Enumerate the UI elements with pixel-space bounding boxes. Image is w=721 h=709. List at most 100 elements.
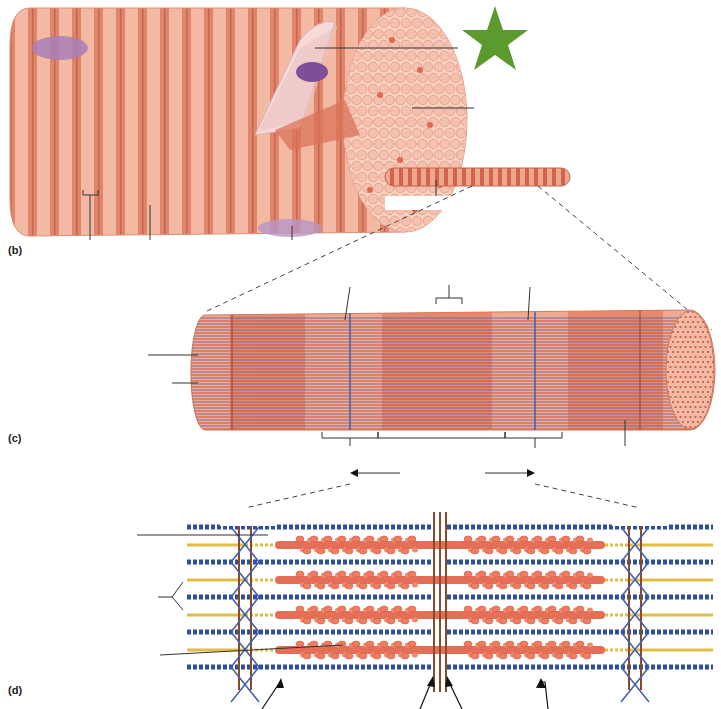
myofibril-detail — [689, 336, 691, 338]
myofibril-detail — [682, 361, 684, 363]
myofibril-detail — [666, 311, 714, 429]
leader-lines — [350, 438, 351, 446]
myofibril-detail — [707, 421, 709, 423]
myofibril-ends — [368, 216, 378, 226]
myofibril-detail — [704, 336, 706, 338]
sarcomere — [303, 618, 311, 624]
sarcomere — [401, 653, 409, 659]
myofibril-detail — [684, 316, 686, 318]
sarcomere — [373, 548, 381, 554]
myofibril-ends — [374, 161, 384, 171]
sarcomere — [583, 548, 591, 554]
label-blanks — [410, 493, 470, 508]
myofibril-detail — [702, 391, 704, 393]
sarcomere — [303, 548, 311, 554]
myofibril-ends — [462, 95, 472, 105]
myofibril-ends — [390, 62, 400, 72]
sarcomere — [408, 571, 416, 577]
sarcomere — [621, 632, 649, 667]
myofibril-detail — [684, 356, 686, 358]
sarcomere — [492, 571, 500, 577]
sarcomere — [296, 606, 304, 612]
myofibril-ends — [396, 117, 406, 127]
myofibril-ends — [357, 172, 367, 182]
myofibril-detail — [692, 331, 694, 333]
myofibril-detail — [712, 361, 714, 363]
myofibril-detail — [699, 426, 701, 428]
myofibril-ends — [368, 128, 378, 138]
myofibril-ends — [377, 92, 383, 98]
sarcomere — [331, 583, 339, 589]
sarcomere — [303, 653, 311, 659]
sarcomere — [576, 571, 584, 577]
myofibril-detail — [692, 351, 694, 353]
myofibril-ends — [385, 7, 395, 17]
sarcomere — [187, 665, 433, 670]
label-blanks — [262, 240, 330, 260]
sarcomere — [324, 571, 332, 577]
myofibril-detail — [679, 326, 681, 328]
leader-lines — [436, 180, 437, 196]
myofibril-detail — [687, 321, 689, 323]
myofibril-detail — [694, 406, 696, 408]
myofibril-detail — [697, 361, 699, 363]
sarcomere — [408, 606, 416, 612]
sarcomere — [527, 583, 535, 589]
sarcomere — [513, 653, 521, 659]
sarcomere — [635, 614, 713, 617]
sarcomere — [231, 527, 259, 562]
myofibril-detail — [707, 321, 709, 323]
myofibril-ends — [456, 150, 466, 160]
sarcomere — [187, 614, 245, 617]
myofibril-detail — [689, 386, 691, 388]
label-blanks — [400, 463, 485, 483]
myofibril-detail — [190, 336, 700, 337]
myofibril-detail — [534, 305, 536, 435]
myofibril-detail — [190, 386, 700, 388]
myofibril-ends — [423, 216, 433, 226]
leader-lines — [148, 285, 625, 473]
myofibril-ends — [462, 51, 472, 61]
myofibril-detail — [674, 356, 676, 358]
sarcomere — [492, 606, 500, 612]
myofibril-detail — [687, 341, 689, 343]
label-blanks — [62, 240, 127, 280]
myofibril-detail — [694, 416, 696, 418]
myofibril-ends — [374, 117, 384, 127]
sarcomere — [621, 597, 649, 632]
sarcomere — [520, 571, 528, 577]
myofibril-detail — [697, 331, 699, 333]
myofibril-detail — [190, 300, 715, 440]
label-blanks — [385, 196, 460, 210]
myofibril-ends — [363, 51, 373, 61]
myofibril-ends — [363, 29, 373, 39]
sarcomere — [534, 606, 542, 612]
myofibril-ends — [367, 187, 373, 193]
sarcomere — [380, 641, 388, 647]
sarcomere — [499, 548, 507, 554]
myofibril-ends — [418, 117, 428, 127]
myofibril-ends — [407, 227, 417, 237]
myofibril-ends — [390, 18, 400, 28]
myofibril-detail — [667, 311, 714, 428]
myofibril-detail — [677, 391, 679, 393]
myofibril-detail — [674, 396, 676, 398]
myofibril-ends — [412, 18, 422, 28]
myofibril-ends — [451, 95, 461, 105]
myofibril-ends — [368, 62, 378, 72]
sarcomere — [628, 514, 630, 690]
myofibril-detail — [689, 316, 691, 318]
myofibril-detail — [709, 356, 711, 358]
myofibril-detail — [684, 396, 686, 398]
myofibril-detail — [682, 311, 684, 313]
myofibril-ends — [418, 139, 428, 149]
sarcomere — [513, 583, 521, 589]
myofibril-ends — [401, 62, 411, 72]
label-blanks — [130, 240, 185, 276]
myofibril-detail — [639, 300, 641, 440]
sarcomere — [513, 548, 521, 554]
myofibril-ends — [385, 51, 395, 61]
label-blanks — [10, 642, 160, 663]
myofibril-ends — [352, 227, 362, 237]
sarcomere — [583, 583, 591, 589]
